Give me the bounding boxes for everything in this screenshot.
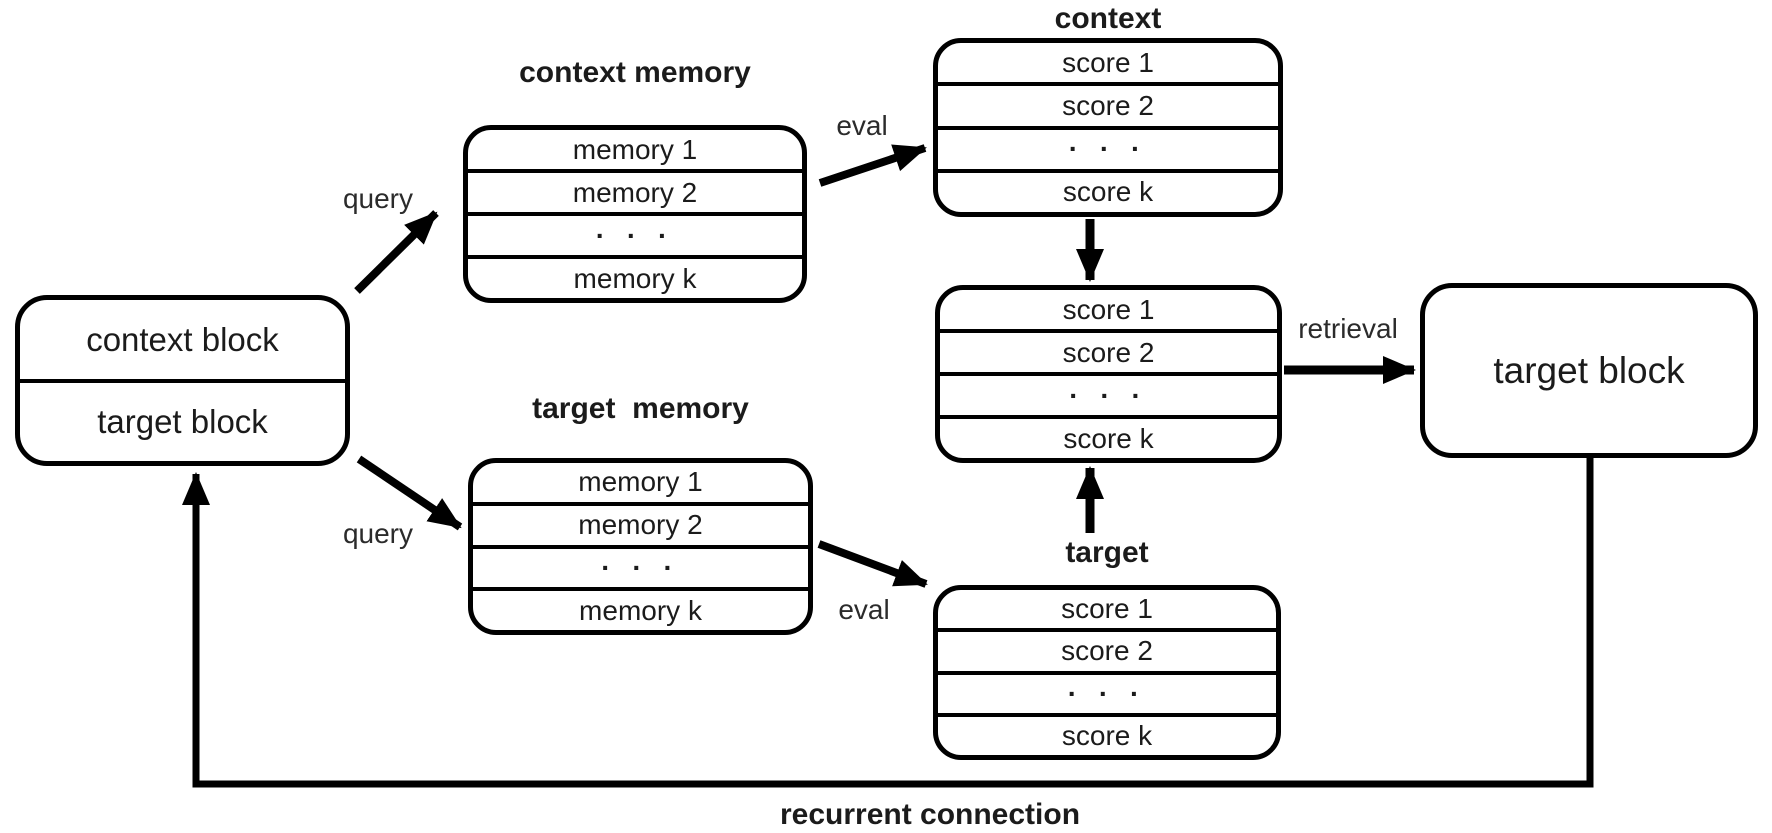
memory-row: memory 1 [572, 133, 698, 165]
context-scores-title: context [1054, 2, 1162, 35]
target-scores-title: target [1065, 536, 1149, 569]
score-row: score 2 [940, 329, 1277, 372]
score-row: score 2 [938, 628, 1276, 670]
eval-arrow-bottom [817, 540, 928, 588]
query-bottom-label: query [342, 518, 414, 549]
target-block-row: target block [20, 378, 345, 462]
context-scores-box: score 1 score 2 · · · score k [933, 38, 1283, 217]
source-block: context block target block [15, 295, 350, 466]
target-scores-box: score 1 score 2 · · · score k [933, 585, 1281, 760]
context-memory-title: context memory [519, 56, 751, 89]
recurrent-connection-label: recurrent connection [779, 798, 1081, 831]
score-row: score k [940, 415, 1277, 458]
query-arrow-bottom [356, 455, 463, 531]
score-row: score 2 [938, 82, 1278, 125]
score-row: score 1 [1062, 293, 1155, 325]
score-row: score k [938, 712, 1276, 755]
retrieval-label: retrieval [1298, 313, 1398, 344]
score-ellipsis-row: · · · [940, 372, 1277, 415]
target-memory-box: memory 1 memory 2 · · · memory k [468, 458, 813, 635]
memory-row: memory k [468, 255, 802, 298]
score-ellipsis-row: · · · [938, 125, 1278, 169]
eval-arrow-top [818, 144, 927, 187]
memory-ellipsis-row: · · · [468, 212, 802, 255]
memory-row: memory 2 [468, 169, 802, 212]
memory-ellipsis-row: · · · [473, 544, 808, 588]
eval-bottom-label: eval [838, 594, 890, 625]
target-block: target block [1420, 283, 1758, 458]
memory-row: memory k [473, 587, 808, 630]
memory-row: memory 2 [473, 501, 808, 545]
target-block-label: target block [1493, 349, 1685, 391]
score-row: score 1 [1061, 593, 1153, 625]
combined-scores-box: score 1 score 2 · · · score k [935, 285, 1282, 463]
score-ellipsis-row: · · · [938, 670, 1276, 713]
score-row: score k [938, 168, 1278, 212]
query-top-label: query [342, 183, 414, 214]
score-row: score 1 [1062, 46, 1154, 78]
query-arrow-top [354, 210, 439, 294]
target-memory-title: target memory [532, 392, 749, 425]
recurrent-connection-arrow [182, 458, 1594, 788]
memory-row: memory 1 [578, 466, 703, 498]
eval-top-label: eval [836, 110, 888, 141]
context-memory-box: memory 1 memory 2 · · · memory k [463, 125, 807, 303]
context-block-row: context block [86, 320, 279, 358]
